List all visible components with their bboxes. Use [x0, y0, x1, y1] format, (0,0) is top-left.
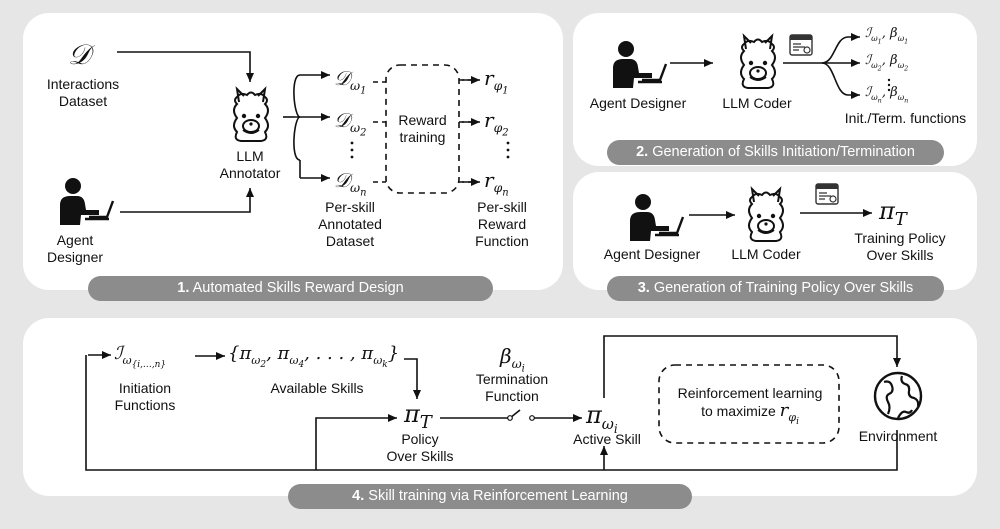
agent-designer-label-3: Agent Designer [603, 246, 701, 262]
environment-label: Environment [858, 428, 938, 444]
llm-coder-label-2: LLM Coder [722, 95, 792, 111]
reward-function-2: rφ2 [484, 108, 509, 139]
llama-icon [748, 186, 784, 242]
person-at-laptop-icon [630, 194, 685, 241]
panel-reward-design [23, 13, 563, 290]
code-window-icon [815, 183, 839, 205]
person-at-laptop-icon [613, 41, 668, 88]
init-term-2: ℐω2, βω2 [865, 53, 909, 73]
init-term-functions-label: Init./Term. functions [844, 110, 967, 126]
rl-reward-symbol: rφi [779, 400, 799, 427]
person-at-laptop-icon [60, 178, 115, 225]
panel-skill-training [23, 318, 977, 496]
caption-skill-training: 4. Skill training via Reinforcement Lear… [288, 484, 692, 509]
llama-icon [740, 33, 776, 89]
interactions-dataset-symbol: 𝒟 [68, 38, 91, 71]
caption-reward-design: 1. Automated Skills Reward Design [88, 276, 493, 301]
training-policy-symbol: πT [879, 197, 907, 230]
caption-policy-over-skills: 3. Generation of Training Policy Over Sk… [607, 276, 944, 301]
code-window-icon [789, 34, 813, 56]
llm-coder-label-3: LLM Coder [731, 246, 801, 262]
rl-objective-label: Reinforcement learning to maximize rφi [677, 385, 823, 427]
agent-designer-label-2: Agent Designer [589, 95, 687, 111]
llama-icon [233, 86, 269, 142]
policy-over-skills-symbol: πT [404, 400, 432, 433]
initiation-set-symbol: ℐω{i,…,n} [114, 343, 167, 370]
dataset-skill-n: 𝒟ωn [334, 168, 367, 199]
dataset-skill-2: 𝒟ω2 [334, 108, 367, 139]
reward-function-n: rφn [484, 168, 509, 199]
caption-init-term: 2. Generation of Skills Initiation/Termi… [607, 140, 944, 165]
active-skill-symbol: πωi [586, 401, 618, 436]
active-skill-label: Active Skill [573, 431, 641, 447]
available-skills-set: {πω2, πω4, . . . , πωk} [228, 343, 400, 370]
init-term-1: ℐω1, βω1 [865, 26, 909, 46]
init-term-n: ℐωn, βωn [865, 85, 909, 105]
dataset-skill-1: 𝒟ω1 [334, 66, 367, 97]
termination-symbol: βωi [500, 344, 525, 375]
globe-icon [873, 371, 923, 421]
reward-function-1: rφ1 [484, 66, 509, 97]
available-skills-label: Available Skills [270, 380, 364, 396]
